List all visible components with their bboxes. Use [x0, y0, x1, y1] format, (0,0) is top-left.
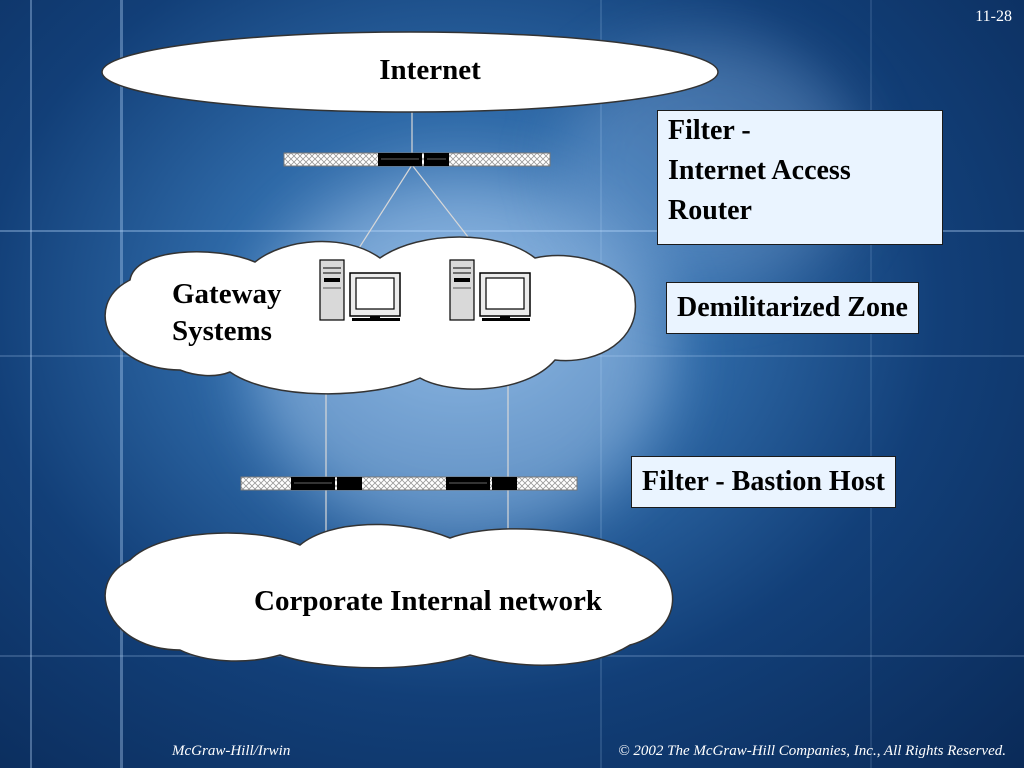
gateway-label-line2: Systems: [172, 315, 272, 347]
computer-icon: [449, 259, 531, 321]
background-line: [120, 0, 123, 768]
background-line: [600, 0, 602, 768]
filter-router-line1: Filter -: [668, 115, 751, 146]
corporate-cloud: [104, 523, 674, 669]
router-device: [283, 152, 551, 167]
gateway-label-line1: Gateway: [172, 278, 282, 310]
background-line: [30, 0, 32, 768]
background-line: [870, 0, 872, 768]
dmz-box: Demilitarized Zone: [666, 282, 919, 334]
internet-label: Internet: [379, 54, 481, 86]
bastion-host-device: [240, 476, 578, 491]
internet-cloud: [101, 31, 719, 113]
footer-publisher: McGraw-Hill/Irwin: [172, 743, 291, 759]
filter-router-line2: Internet Access: [668, 155, 851, 186]
computer-icon: [319, 259, 401, 321]
corporate-network-label: Corporate Internal network: [254, 585, 602, 617]
filter-router-box: Filter - Internet Access Router: [657, 110, 943, 245]
computer-label-plate: [430, 325, 542, 343]
bastion-host-box: Filter - Bastion Host: [631, 456, 896, 508]
slide-number: 11-28: [975, 8, 1012, 25]
background-line: [0, 230, 1024, 232]
filter-router-line3: Router: [668, 195, 752, 226]
footer-copyright: © 2002 The McGraw-Hill Companies, Inc., …: [618, 743, 1006, 759]
gateway-systems-label: Gateway Systems: [172, 276, 282, 350]
computer-label-plate: [300, 325, 412, 343]
